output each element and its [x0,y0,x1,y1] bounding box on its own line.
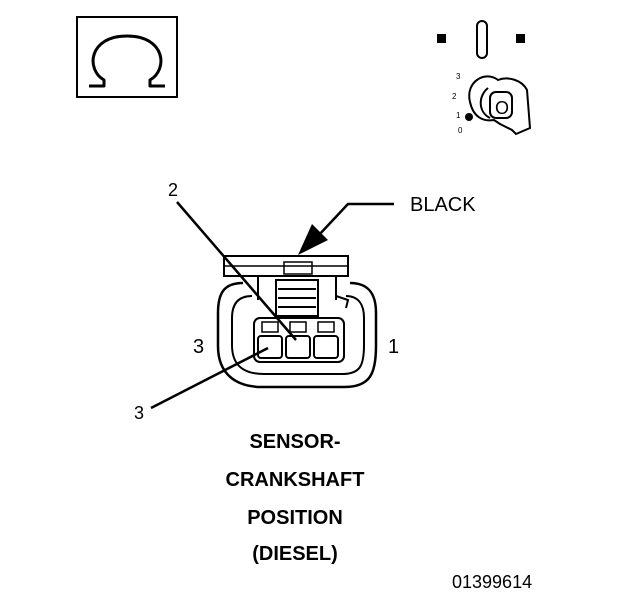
component-title-line-3: POSITION [247,507,343,529]
ohm-symbol-icon [76,16,178,98]
connector-body [216,255,378,389]
cavity-1-side-label: 1 [388,336,400,358]
ignition-key-icon [437,20,532,136]
ignition-position-3: 3 [456,72,461,81]
cavity-3-side-label: 3 [193,336,205,358]
ignition-position-2: 2 [452,92,457,101]
component-title-line-2: CRANKSHAFT [225,469,365,491]
component-title-line-4: (DIESEL) [252,543,338,565]
pin-3-callout-label: 3 [134,403,145,423]
pin-3-leader [150,346,269,410]
component-title-line-1: SENSOR- [249,431,341,453]
black-callout-leader [298,202,394,255]
pin-2-leader [176,201,297,341]
pin-2-callout-label: 2 [168,180,179,200]
ignition-position-0: 0 [458,126,463,135]
figure-id: 01399614 [452,572,533,592]
ignition-position-1: 1 [456,111,461,120]
wire-color-black-label: BLACK [410,194,476,216]
ignition-key-label: O [495,98,509,118]
